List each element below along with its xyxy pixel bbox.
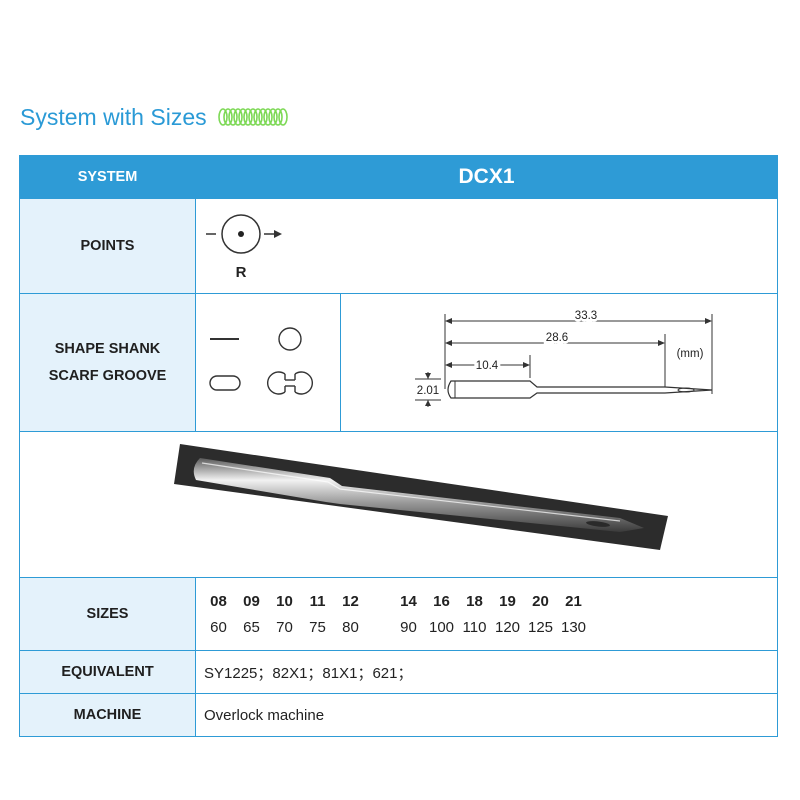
spring-coil-icon (217, 108, 288, 126)
shank-length-label: 10.4 (476, 360, 499, 372)
round-shank-icon (278, 327, 302, 351)
nm-value: 70 (276, 618, 293, 636)
equivalent-label: EQUIVALENT (19, 650, 196, 694)
system-label: SYSTEM (19, 155, 196, 199)
eye-length-label: 28.6 (546, 332, 568, 344)
size-value: 11 (309, 592, 326, 610)
nm-value: 125 (527, 618, 554, 636)
shape-row: SHAPE SHANK SCARF GROOVE (19, 293, 778, 432)
size-value: 08 (210, 592, 227, 610)
nm-value: 120 (494, 618, 521, 636)
nm-value: 110 (462, 618, 487, 636)
rounded-rect-icon (209, 375, 241, 391)
scarf-groove-icon (266, 371, 314, 395)
size-value: 10 (276, 592, 293, 610)
dimension-diagram-cell: 33.3 28.6 10.4 2.01 (mm) (340, 293, 778, 432)
size-value: 16 (433, 592, 450, 610)
equivalent-value: SY1225；82X1；81X1；621； (195, 650, 778, 694)
nm-value: 80 (342, 618, 359, 636)
size-value: 12 (342, 592, 359, 610)
shape-icons-cell (195, 293, 341, 432)
shank-diameter-label: 2.01 (417, 385, 439, 397)
shape-label: SHAPE SHANK SCARF GROOVE (19, 293, 196, 432)
header-row: SYSTEM DCX1 (19, 155, 778, 199)
needle-photo (174, 444, 668, 550)
section-heading: System with Sizes (20, 101, 289, 133)
machine-value: Overlock machine (195, 693, 778, 737)
size-value: 18 (466, 592, 483, 610)
needle-photo-cell (19, 431, 778, 578)
points-label: POINTS (19, 198, 196, 294)
needle-dimension-diagram: 33.3 28.6 10.4 2.01 (mm) (414, 308, 713, 407)
sizes-cell: 08 09 10 11 12 14 16 18 19 20 21 60 65 7… (195, 577, 778, 651)
nm-value: 90 (400, 618, 417, 636)
unit-label: (mm) (677, 348, 704, 360)
machine-label: MACHINE (19, 693, 196, 737)
metric-size-row: 08 09 10 11 12 14 16 18 19 20 21 (202, 588, 590, 614)
sizes-grid: 08 09 10 11 12 14 16 18 19 20 21 60 65 7… (202, 588, 590, 640)
section-title: System with Sizes (20, 103, 207, 130)
system-value: DCX1 (195, 155, 778, 199)
nm-value: 130 (560, 618, 587, 636)
photo-row (19, 431, 778, 578)
nm-value: 60 (210, 618, 227, 636)
nm-size-row: 60 65 70 75 80 90 100 110 120 125 130 (202, 614, 590, 640)
shape-shank-label: SHAPE SHANK (54, 340, 161, 357)
nm-value: 100 (428, 618, 455, 636)
scarf-groove-label: SCARF GROOVE (48, 367, 167, 384)
spec-table: SYSTEM DCX1 POINTS R SHAPE SHANK SCARF G… (19, 155, 778, 737)
size-value: 19 (499, 592, 516, 610)
size-value: 21 (565, 592, 582, 610)
size-value: 14 (400, 592, 417, 610)
size-value: 20 (532, 592, 549, 610)
nm-value: 65 (243, 618, 260, 636)
points-row: POINTS R (19, 198, 778, 294)
nm-value: 75 (309, 618, 326, 636)
sizes-row: SIZES 08 09 10 11 12 14 16 18 19 20 21 (19, 577, 778, 651)
total-length-label: 33.3 (575, 310, 597, 322)
size-value: 09 (243, 592, 260, 610)
point-symbol-icon (206, 214, 282, 254)
point-caption: R (236, 264, 247, 281)
points-cell: R (195, 198, 778, 294)
equivalent-row: EQUIVALENT SY1225；82X1；81X1；621； (19, 650, 778, 694)
machine-row: MACHINE Overlock machine (19, 693, 778, 737)
sizes-label: SIZES (19, 577, 196, 651)
